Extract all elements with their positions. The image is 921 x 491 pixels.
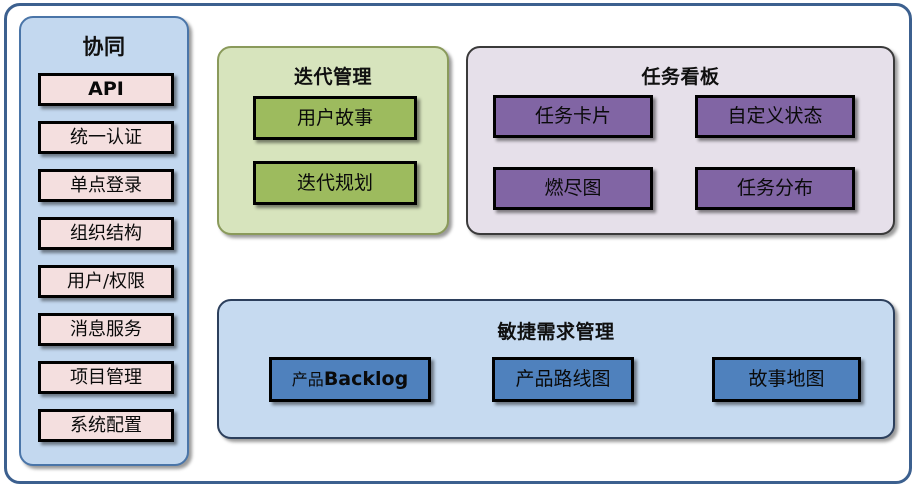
agile-item-story-map[interactable]: 故事地图 bbox=[712, 357, 861, 402]
panel-task-board[interactable]: 任务看板 任务卡片 自定义状态 燃尽图 任务分布 bbox=[466, 46, 895, 235]
sidebar-item-system-config[interactable]: 系统配置 bbox=[38, 409, 174, 442]
taskboard-item-custom-status[interactable]: 自定义状态 bbox=[695, 95, 855, 138]
iteration-item-iteration-plan[interactable]: 迭代规划 bbox=[253, 161, 417, 205]
sidebar-item-message-svc[interactable]: 消息服务 bbox=[38, 313, 174, 346]
panel-iteration-management[interactable]: 迭代管理 用户故事 迭代规划 bbox=[217, 46, 449, 235]
sidebar-item-sso[interactable]: 单点登录 bbox=[38, 169, 174, 202]
panel-title-agile-requirements: 敏捷需求管理 bbox=[497, 321, 615, 343]
sidebar-item-api[interactable]: API bbox=[38, 73, 174, 106]
sidebar-item-user-perms[interactable]: 用户/权限 bbox=[38, 265, 174, 298]
panel-title-collaboration: 协同 bbox=[82, 35, 126, 59]
taskboard-item-burndown[interactable]: 燃尽图 bbox=[493, 167, 653, 210]
iteration-item-user-story[interactable]: 用户故事 bbox=[253, 96, 417, 140]
agile-item-product-backlog-latin: Backlog bbox=[323, 368, 409, 390]
taskboard-item-task-dist[interactable]: 任务分布 bbox=[695, 167, 855, 210]
agile-item-product-backlog-cjk: 产品 bbox=[291, 369, 324, 389]
taskboard-item-task-card[interactable]: 任务卡片 bbox=[493, 95, 653, 138]
panel-title-task-board: 任务看板 bbox=[641, 66, 720, 88]
outer-frame bbox=[4, 3, 912, 484]
sidebar-item-project-mgmt[interactable]: 项目管理 bbox=[38, 361, 174, 394]
sidebar-item-unified-auth[interactable]: 统一认证 bbox=[38, 121, 174, 154]
agile-item-product-roadmap[interactable]: 产品路线图 bbox=[492, 357, 634, 402]
panel-collaboration[interactable]: 协同 API 统一认证 单点登录 组织结构 用户/权限 消息服务 项目管理 系统… bbox=[19, 16, 189, 466]
panel-title-iteration-management: 迭代管理 bbox=[293, 66, 372, 88]
sidebar-item-org-structure[interactable]: 组织结构 bbox=[38, 217, 174, 250]
